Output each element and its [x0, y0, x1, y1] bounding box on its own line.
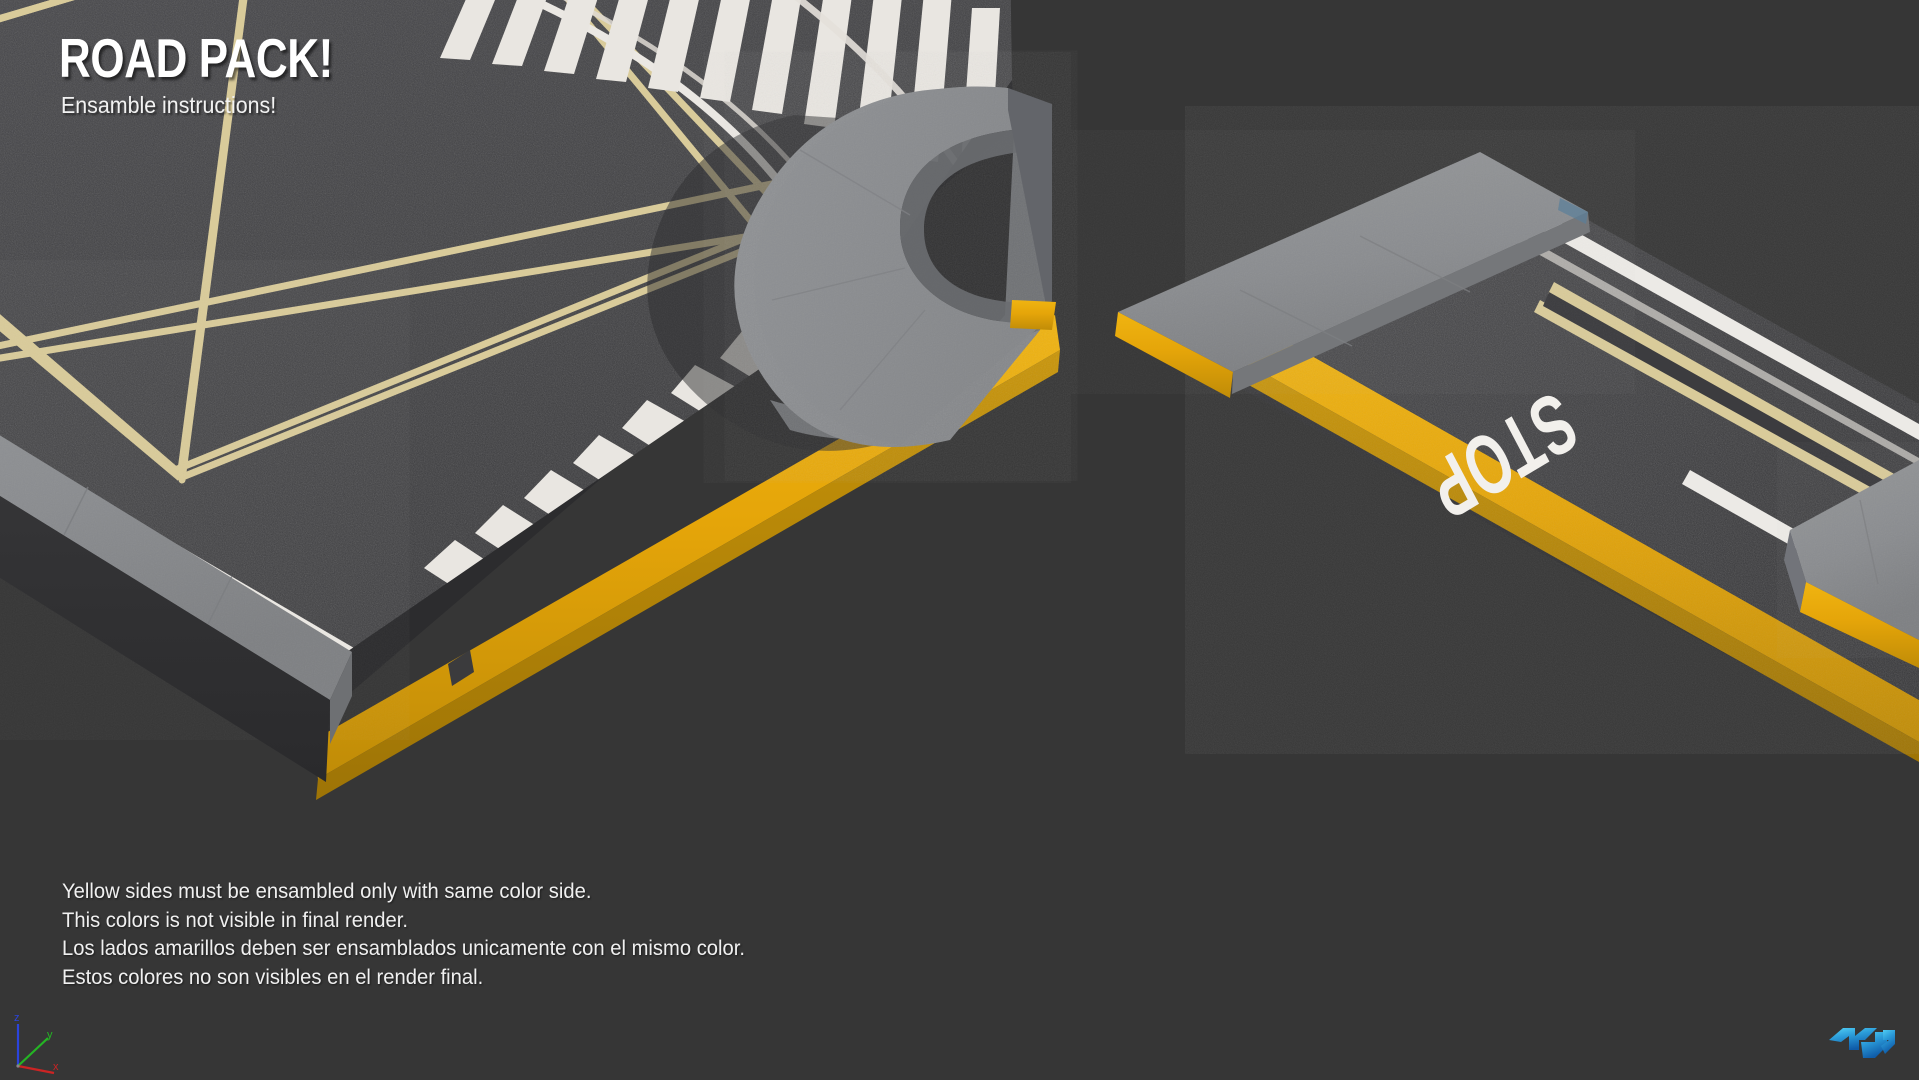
left-piece-curb-yellow-cap [1010, 300, 1056, 330]
right-sidewalk-bottom-yellow [1800, 582, 1919, 668]
left-road-piece [0, 0, 1060, 800]
left-piece-crosswalk-top [440, 0, 1000, 182]
right-piece-center-line-a [1548, 282, 1919, 500]
right-road-piece: STOP [1115, 152, 1919, 762]
right-sidewalk-bottom-edge [1784, 530, 1806, 612]
axis-origin [16, 1064, 20, 1068]
right-piece-edge-line-top [1469, 176, 1919, 440]
right-piece-center-line-gap [1543, 292, 1919, 514]
left-piece-sidewalk [0, 435, 352, 782]
rv-brand-logo [1829, 1028, 1895, 1058]
axis-x-label: x [53, 1061, 59, 1073]
right-piece-edge-line-top-inner [1448, 196, 1919, 466]
right-sidewalk-bottom-surface [1790, 460, 1919, 640]
right-piece-center-line-b [1534, 300, 1919, 526]
right-piece-yellow-connector [1248, 322, 1919, 742]
right-sidewalk-top-surface [1118, 152, 1588, 372]
axis-y-label: y [47, 1029, 53, 1041]
axis-x-line [17, 1064, 55, 1075]
axis-gizmo: z y x [14, 1012, 59, 1075]
right-sidewalk-front-face [1232, 212, 1590, 394]
left-piece-yellow-connector-bevel [316, 350, 1060, 800]
right-piece-sidewalk-bottom [1784, 460, 1919, 668]
left-piece-connector-notch [448, 650, 474, 686]
axis-y-line [17, 1037, 49, 1067]
axis-z-label: z [14, 1012, 20, 1024]
right-piece-yellow-connector-bevel [1247, 364, 1919, 762]
left-piece-curb-top [754, 86, 1048, 445]
left-piece-curved-curb [647, 86, 1056, 451]
left-piece-asphalt-surface [0, 0, 1012, 660]
right-sidewalk-yellow-cap [1115, 312, 1233, 398]
right-piece-sidewalk-top [1115, 152, 1590, 398]
